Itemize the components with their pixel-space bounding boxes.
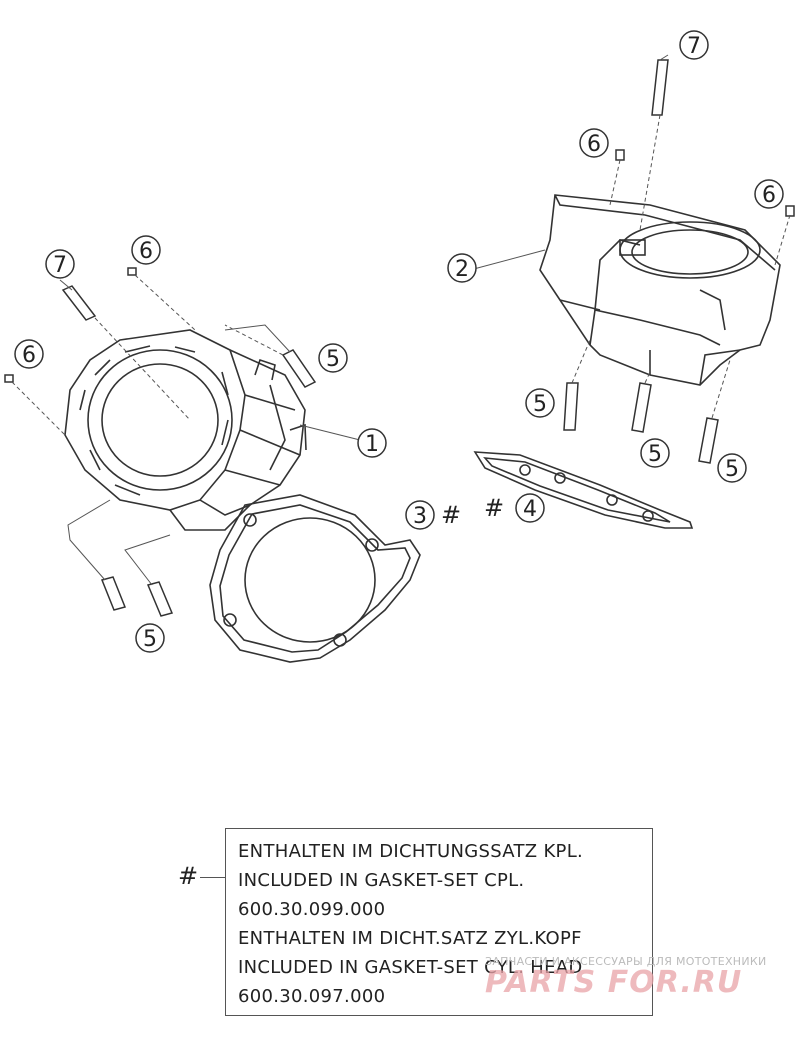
callout-1: 1 [357, 428, 387, 458]
note-line: 600.30.099.000 [238, 899, 386, 920]
watermark: ЗАПЧАСТИ И АКСЕССУАРЫ ДЛЯ МОТОТЕХНИКИ PA… [485, 955, 795, 1005]
callout-7-a: 7 [45, 249, 75, 279]
svg-text:4: 4 [523, 497, 537, 522]
fasteners [4, 59, 795, 617]
callout-6-c: 6 [579, 128, 609, 158]
svg-text:5: 5 [725, 457, 739, 482]
cylinder-head-gasket [473, 451, 694, 529]
svg-text:5: 5 [326, 347, 340, 372]
callout-2: 2 [447, 253, 477, 283]
svg-text:6: 6 [762, 183, 776, 208]
svg-text:6: 6 [22, 343, 36, 368]
svg-text:5: 5 [143, 627, 157, 652]
callout-6-b: 6 [14, 339, 44, 369]
callout-4: # 4 [484, 493, 545, 523]
svg-text:2: 2 [455, 257, 469, 282]
svg-text:6: 6 [139, 239, 153, 264]
callout-6-a: 6 [131, 235, 161, 265]
callout-5-b: 5 [135, 623, 165, 653]
cylinder-angled-view [539, 194, 781, 386]
dowel-6-c [615, 149, 625, 161]
note-line: ENTHALTEN IM DICHTUNGSSATZ KPL. [238, 841, 584, 862]
bolt-5-e [631, 382, 652, 433]
bolt-5-b [100, 576, 127, 611]
note-line: INCLUDED IN GASKET-SET CYL. HEAD [238, 957, 583, 978]
note-line: INCLUDED IN GASKET-SET CPL. [238, 870, 525, 891]
bolt-5-c [146, 581, 174, 617]
svg-text:7: 7 [687, 34, 701, 59]
callout-6-d: 6 [754, 179, 784, 209]
svg-text:7: 7 [53, 253, 67, 278]
note-hash-symbol: # [178, 862, 199, 890]
dowel-6-b [4, 374, 14, 383]
svg-text:1: 1 [365, 432, 379, 457]
callout-7-b: 7 [679, 30, 709, 60]
bolt-5-f [698, 417, 719, 464]
watermark-logo: PARTS FOR.RU [485, 965, 743, 1000]
watermark-tagline: ЗАПЧАСТИ И АКСЕССУАРЫ ДЛЯ МОТОТЕХНИКИ [485, 955, 767, 968]
callout-5-e: 5 [717, 453, 747, 483]
svg-text:5: 5 [648, 442, 662, 467]
dowel-6-a [127, 267, 137, 276]
note-line: ENTHALTEN IM DICHT.SATZ ZYL.KOPF [238, 928, 582, 949]
gasket-set-note: ENTHALTEN IM DICHTUNGSSATZ KPL. INCLUDED… [225, 828, 653, 1016]
note-line: 600.30.097.000 [238, 986, 386, 1007]
callout-5-d: 5 [640, 438, 670, 468]
dowel-6-d [785, 205, 795, 217]
svg-text:5: 5 [533, 392, 547, 417]
callout-5-c: 5 [525, 388, 555, 418]
svg-text:6: 6 [587, 132, 601, 157]
cylinder-base-gasket [209, 494, 421, 663]
leader-lines [11, 54, 791, 586]
stud-7-left [61, 285, 97, 321]
svg-text:3: 3 [413, 504, 427, 529]
callout-3: 3 # [405, 500, 461, 530]
bolt-5-d [563, 382, 579, 431]
stud-7-right [651, 59, 669, 116]
note-leader-line [200, 877, 225, 878]
callout-5-a: 5 [318, 343, 348, 373]
callout-4-hash: # [484, 494, 504, 522]
callout-3-hash: # [441, 501, 461, 529]
